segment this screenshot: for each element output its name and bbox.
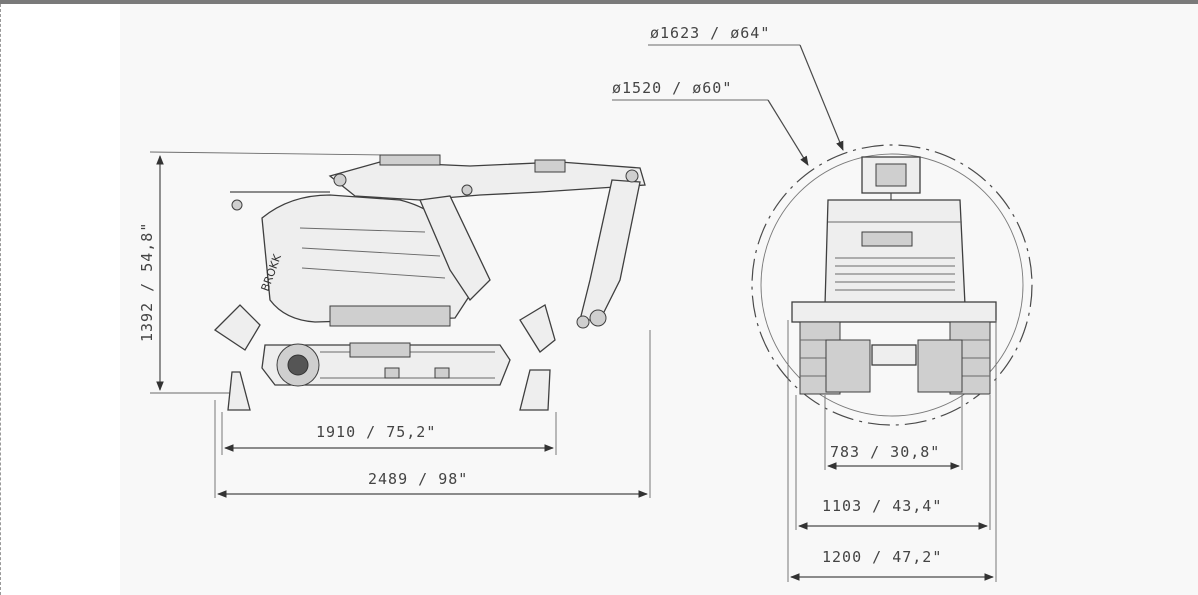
outrigger-width-label: 1200 / 47,2" [822, 548, 942, 566]
inner-diameter-label: ø1520 / ø60" [612, 79, 732, 97]
outrigger-width-dimension: 1200 / 47,2" [787, 320, 997, 582]
machine-front-silhouette [791, 156, 997, 395]
height-dimension: 1392 / 54,8" [138, 151, 386, 394]
overall-length-label: 2489 / 98" [368, 470, 468, 488]
track-width-inner-dimension: 783 / 30,8" [824, 395, 963, 470]
track-width-label: 1103 / 43,4" [822, 497, 942, 515]
machine-side-silhouette: BROKK [213, 154, 646, 411]
top-border [0, 0, 1198, 4]
track-length-dimension: 1910 / 75,2" [221, 412, 557, 455]
outrigger-left [213, 304, 261, 411]
overall-length-dimension: 2489 / 98" [214, 330, 651, 498]
track-width-inner-label: 783 / 30,8" [830, 443, 940, 461]
left-border [0, 4, 2, 595]
outrigger-right [519, 304, 556, 411]
track-width-dimension: 1103 / 43,4" [795, 395, 991, 530]
swing-radius-circles [751, 144, 1033, 426]
front-view: ø1623 / ø64" ø1520 / ø60" [612, 24, 1033, 582]
diameter-leaders: ø1623 / ø64" ø1520 / ø60" [612, 24, 844, 166]
height-label: 1392 / 54,8" [138, 222, 156, 342]
side-view: 1392 / 54,8" BROKK [138, 151, 651, 498]
track-length-label: 1910 / 75,2" [316, 423, 436, 441]
outer-diameter-label: ø1623 / ø64" [650, 24, 770, 42]
